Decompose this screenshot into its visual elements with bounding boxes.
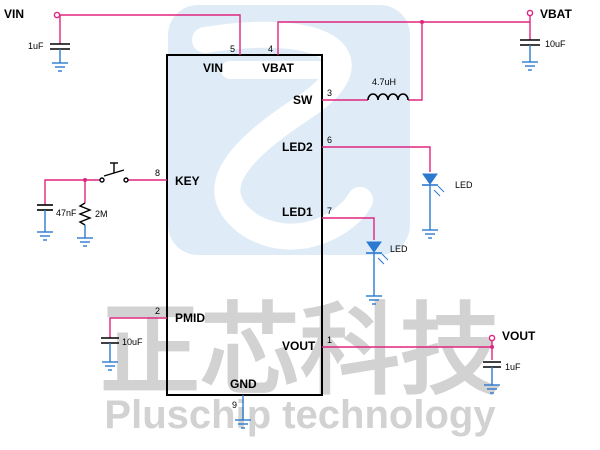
junction-vbat: [420, 20, 424, 24]
vbat-terminal: [526, 9, 534, 17]
inductor: [367, 93, 409, 101]
vout-terminal: [488, 334, 496, 342]
watermark-english: Pluschip technology: [104, 393, 496, 437]
resistor-key-label: 2M: [95, 209, 108, 219]
inductor-label: 4.7uH: [372, 77, 396, 87]
nodes: [53, 9, 534, 349]
cap-key-label: 47nF: [56, 208, 77, 218]
capacitor-vbat: [520, 39, 540, 62]
cap-vbat-label: 10uF: [545, 39, 566, 49]
junction-vout: [490, 345, 494, 349]
vbat-net-label: VBAT: [540, 7, 572, 21]
pin-name-vin: VIN: [203, 61, 223, 75]
pin-name-sw: SW: [293, 93, 313, 107]
vin-terminal: [53, 11, 61, 19]
cap-vout-label: 1uF: [505, 362, 521, 372]
watermark-logo: [168, 5, 410, 255]
cap-vin-label: 1uF: [28, 41, 44, 51]
pin-name-led2: LED2: [282, 140, 313, 154]
pin-name-pmid: PMID: [175, 311, 205, 325]
pin-number-led2: 6: [327, 135, 332, 145]
pin-number-key: 8: [155, 168, 160, 178]
pin-number-gnd: 9: [232, 400, 237, 410]
pin-name-key: KEY: [175, 174, 200, 188]
pin-number-vbat: 4: [268, 44, 273, 54]
capacitor-vin: [50, 43, 70, 63]
vout-net-label: VOUT: [502, 329, 536, 343]
capacitor-pmid: [101, 337, 119, 362]
pin-number-pmid: 2: [155, 306, 160, 316]
led1-diode: [366, 241, 389, 296]
pin-number-vin: 5: [230, 44, 235, 54]
led1-label: LED: [390, 244, 408, 254]
junction-key: [83, 178, 87, 182]
pin-number-vout: 1: [327, 335, 332, 345]
pin-number-led1: 7: [327, 206, 332, 216]
vin-net-label: VIN: [4, 7, 24, 21]
pin-name-gnd: GND: [230, 377, 257, 391]
wires: [44, 14, 531, 360]
capacitor-key: [37, 204, 53, 232]
pin-number-sw: 3: [327, 88, 332, 98]
chip-body: [166, 54, 323, 396]
led2-diode: [422, 173, 445, 230]
key-switch: [99, 162, 129, 183]
ground-symbols: [37, 61, 538, 429]
pin-name-vout: VOUT: [282, 339, 316, 353]
led2-label: LED: [455, 180, 473, 190]
capacitor-vout: [483, 361, 501, 385]
cap-pmid-label: 10uF: [122, 337, 143, 347]
pin-name-led1: LED1: [282, 205, 313, 219]
pin-name-vbat: VBAT: [262, 61, 294, 75]
resistor-key: [78, 202, 92, 226]
